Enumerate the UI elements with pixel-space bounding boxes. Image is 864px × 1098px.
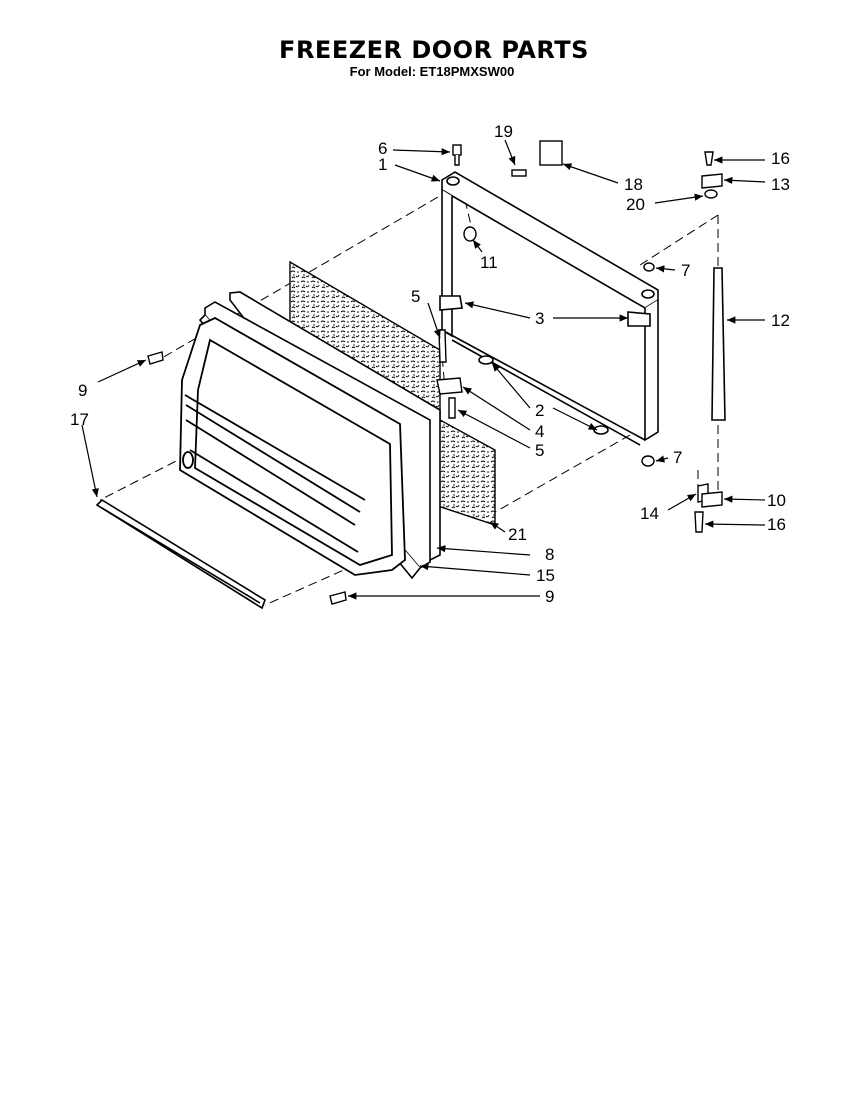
callout-2: 2: [535, 401, 544, 420]
callout-6: 6: [378, 139, 387, 158]
callout-7-top: 7: [681, 261, 690, 280]
callout-3: 3: [535, 309, 544, 328]
callout-18: 18: [624, 175, 643, 194]
page-title: FREEZER DOOR PARTS: [279, 36, 589, 64]
callout-5-bottom: 5: [535, 441, 544, 460]
callout-21: 21: [508, 525, 527, 544]
callout-7-bottom: 7: [673, 448, 682, 467]
leader-lines: [81, 139, 766, 600]
callout-16-bottom: 16: [767, 515, 786, 534]
model-subtitle: For Model: ET18PMXSW00: [349, 64, 515, 79]
inner-door-liner-part: [179, 316, 406, 576]
callout-8: 8: [545, 545, 554, 564]
callout-12: 12: [771, 311, 790, 330]
callout-1: 1: [378, 155, 387, 174]
callout-5-top: 5: [411, 287, 420, 306]
callout-13: 13: [771, 175, 790, 194]
callout-15: 15: [536, 566, 555, 585]
door-rail-part: [95, 498, 266, 610]
callout-16-top: 16: [771, 149, 790, 168]
callout-11: 11: [480, 253, 498, 272]
hinge-rod-part: [711, 267, 726, 421]
callout-labels: 1 6 19 18 16 13 20 11 7 5 3 12 9 17 2 4 …: [70, 122, 790, 606]
callout-9-bottom: 9: [545, 587, 554, 606]
callout-10: 10: [767, 491, 786, 510]
callout-20: 20: [626, 195, 645, 214]
callout-9-left: 9: [78, 381, 87, 400]
callout-17: 17: [70, 410, 89, 429]
callout-19: 19: [494, 122, 513, 141]
hardware-parts: [147, 140, 723, 605]
door-frame-part: [439, 171, 659, 446]
callout-14: 14: [640, 504, 659, 523]
callout-4: 4: [535, 422, 544, 441]
